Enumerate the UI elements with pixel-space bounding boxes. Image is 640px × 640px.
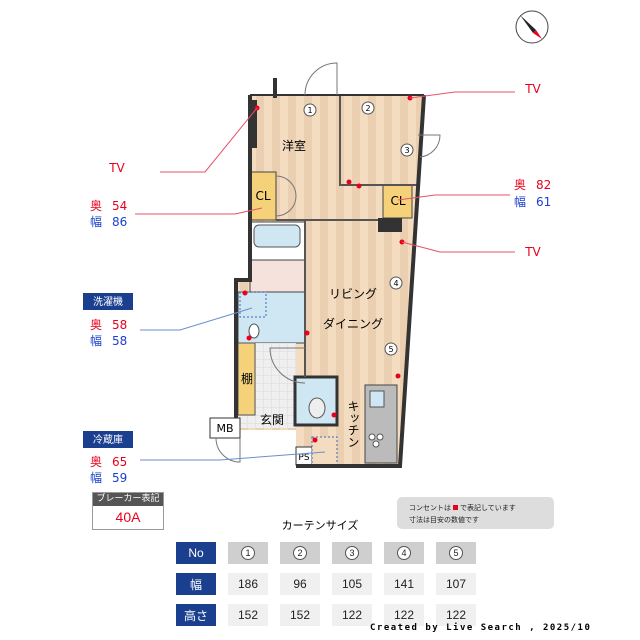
circled-number: 4 <box>397 546 411 560</box>
leader-lines <box>135 91 515 461</box>
circled-number: 3 <box>345 546 359 560</box>
tv-label-right-top: TV <box>524 82 541 96</box>
width-label: 幅 <box>90 333 102 348</box>
circled-number: 1 <box>241 546 255 560</box>
breaker-box: ブレーカー表記 40A <box>92 492 164 530</box>
curtain-height-3: 122 <box>332 604 372 626</box>
room-label-kitchen: キッチン <box>346 400 360 448</box>
legend-note: コンセントは で表記しています 寸法は目安の数値です <box>397 497 554 529</box>
window-number: 4 <box>393 279 398 288</box>
curtain-width-4: 141 <box>384 573 424 595</box>
depth-label: 奥 <box>514 178 526 192</box>
depth-label: 奥 <box>90 455 102 469</box>
curtain-title: カーテンサイズ <box>281 519 359 532</box>
tv-label-right-bottom: TV <box>524 245 541 259</box>
breaker-label: ブレーカー表記 <box>93 493 163 506</box>
washer-depth: 58 <box>112 318 127 332</box>
closet-left-label: CL <box>255 189 270 203</box>
curtain-no-3: 3 <box>332 542 372 564</box>
circled-number: 2 <box>293 546 307 560</box>
washroom <box>249 259 306 293</box>
closet-right-label: CL <box>390 194 405 208</box>
curtain-no-2: 2 <box>280 542 320 564</box>
curtain-height-5: 122 <box>436 604 476 626</box>
header-no: No <box>176 542 216 564</box>
washer-title: 洗濯機 <box>93 295 123 308</box>
curtain-no-5: 5 <box>436 542 476 564</box>
curtain-width-1: 186 <box>228 573 268 595</box>
cl-left-width: 86 <box>112 215 127 229</box>
legend-line-1: コンセントは で表記しています <box>409 502 554 514</box>
compass-icon <box>515 10 549 44</box>
ps-label: PS <box>298 453 309 463</box>
kitchen-sink-icon <box>369 390 385 408</box>
room-label-entrance: 玄関 <box>260 412 284 427</box>
outlet-legend-icon <box>453 505 458 510</box>
washer-width: 58 <box>112 334 127 348</box>
room-label-living: リビング <box>329 287 377 301</box>
header-width: 幅 <box>176 573 216 595</box>
width-label: 幅 <box>90 214 102 229</box>
washer-title-box <box>83 293 133 310</box>
window-number: 3 <box>404 146 409 155</box>
legend-text: で表記しています <box>460 504 516 512</box>
curtain-height-2: 152 <box>280 604 320 626</box>
window-number: 5 <box>388 345 393 354</box>
doors <box>215 62 441 463</box>
fridge-width: 59 <box>112 471 127 485</box>
wall-pillar <box>250 100 257 148</box>
circled-number: 5 <box>449 546 463 560</box>
closet-right <box>382 184 413 219</box>
room-label-western: 洋室 <box>282 138 306 153</box>
walls <box>276 95 420 377</box>
legend-text: コンセントは <box>409 504 451 512</box>
window-number: 2 <box>365 104 370 113</box>
room-label-dining: ダイニング <box>323 316 383 331</box>
breaker-value: 40A <box>115 509 141 525</box>
wall-pillar <box>273 78 277 98</box>
footer-credit: Created by Live Search , 2025/10 <box>370 623 592 633</box>
curtain-width-3: 105 <box>332 573 372 595</box>
header-height: 高さ <box>176 604 216 626</box>
fridge-title-box <box>83 431 133 448</box>
washer-space <box>239 291 267 318</box>
tv-label-left: TV <box>108 161 125 175</box>
depth-label: 奥 <box>90 318 102 332</box>
shelf-label: 棚 <box>241 371 253 386</box>
stove-icon <box>368 433 384 448</box>
legend-line-2: 寸法は目安の数値です <box>409 516 479 524</box>
wall-pillar <box>378 218 402 232</box>
toilet-icon <box>308 397 326 419</box>
curtain-height-4: 122 <box>384 604 424 626</box>
depth-label: 奥 <box>90 199 102 213</box>
curtain-width-5: 107 <box>436 573 476 595</box>
cl-right-depth: 82 <box>536 178 551 192</box>
window-number: 1 <box>307 106 312 115</box>
sink-icon <box>248 323 260 339</box>
mb-label: MB <box>216 422 233 435</box>
curtain-no-4: 4 <box>384 542 424 564</box>
fridge-depth: 65 <box>112 455 127 469</box>
curtain-width-2: 96 <box>280 573 320 595</box>
cl-right-width: 61 <box>536 195 551 209</box>
bathtub-icon <box>253 224 301 248</box>
cl-left-depth: 54 <box>112 199 127 213</box>
window-markers: 1 2 3 4 5 <box>303 101 414 356</box>
fridge-title: 冷蔵庫 <box>93 433 123 446</box>
width-label: 幅 <box>90 470 102 485</box>
curtain-no-1: 1 <box>228 542 268 564</box>
mb-box <box>209 417 241 439</box>
curtain-height-1: 152 <box>228 604 268 626</box>
width-label: 幅 <box>514 194 526 209</box>
